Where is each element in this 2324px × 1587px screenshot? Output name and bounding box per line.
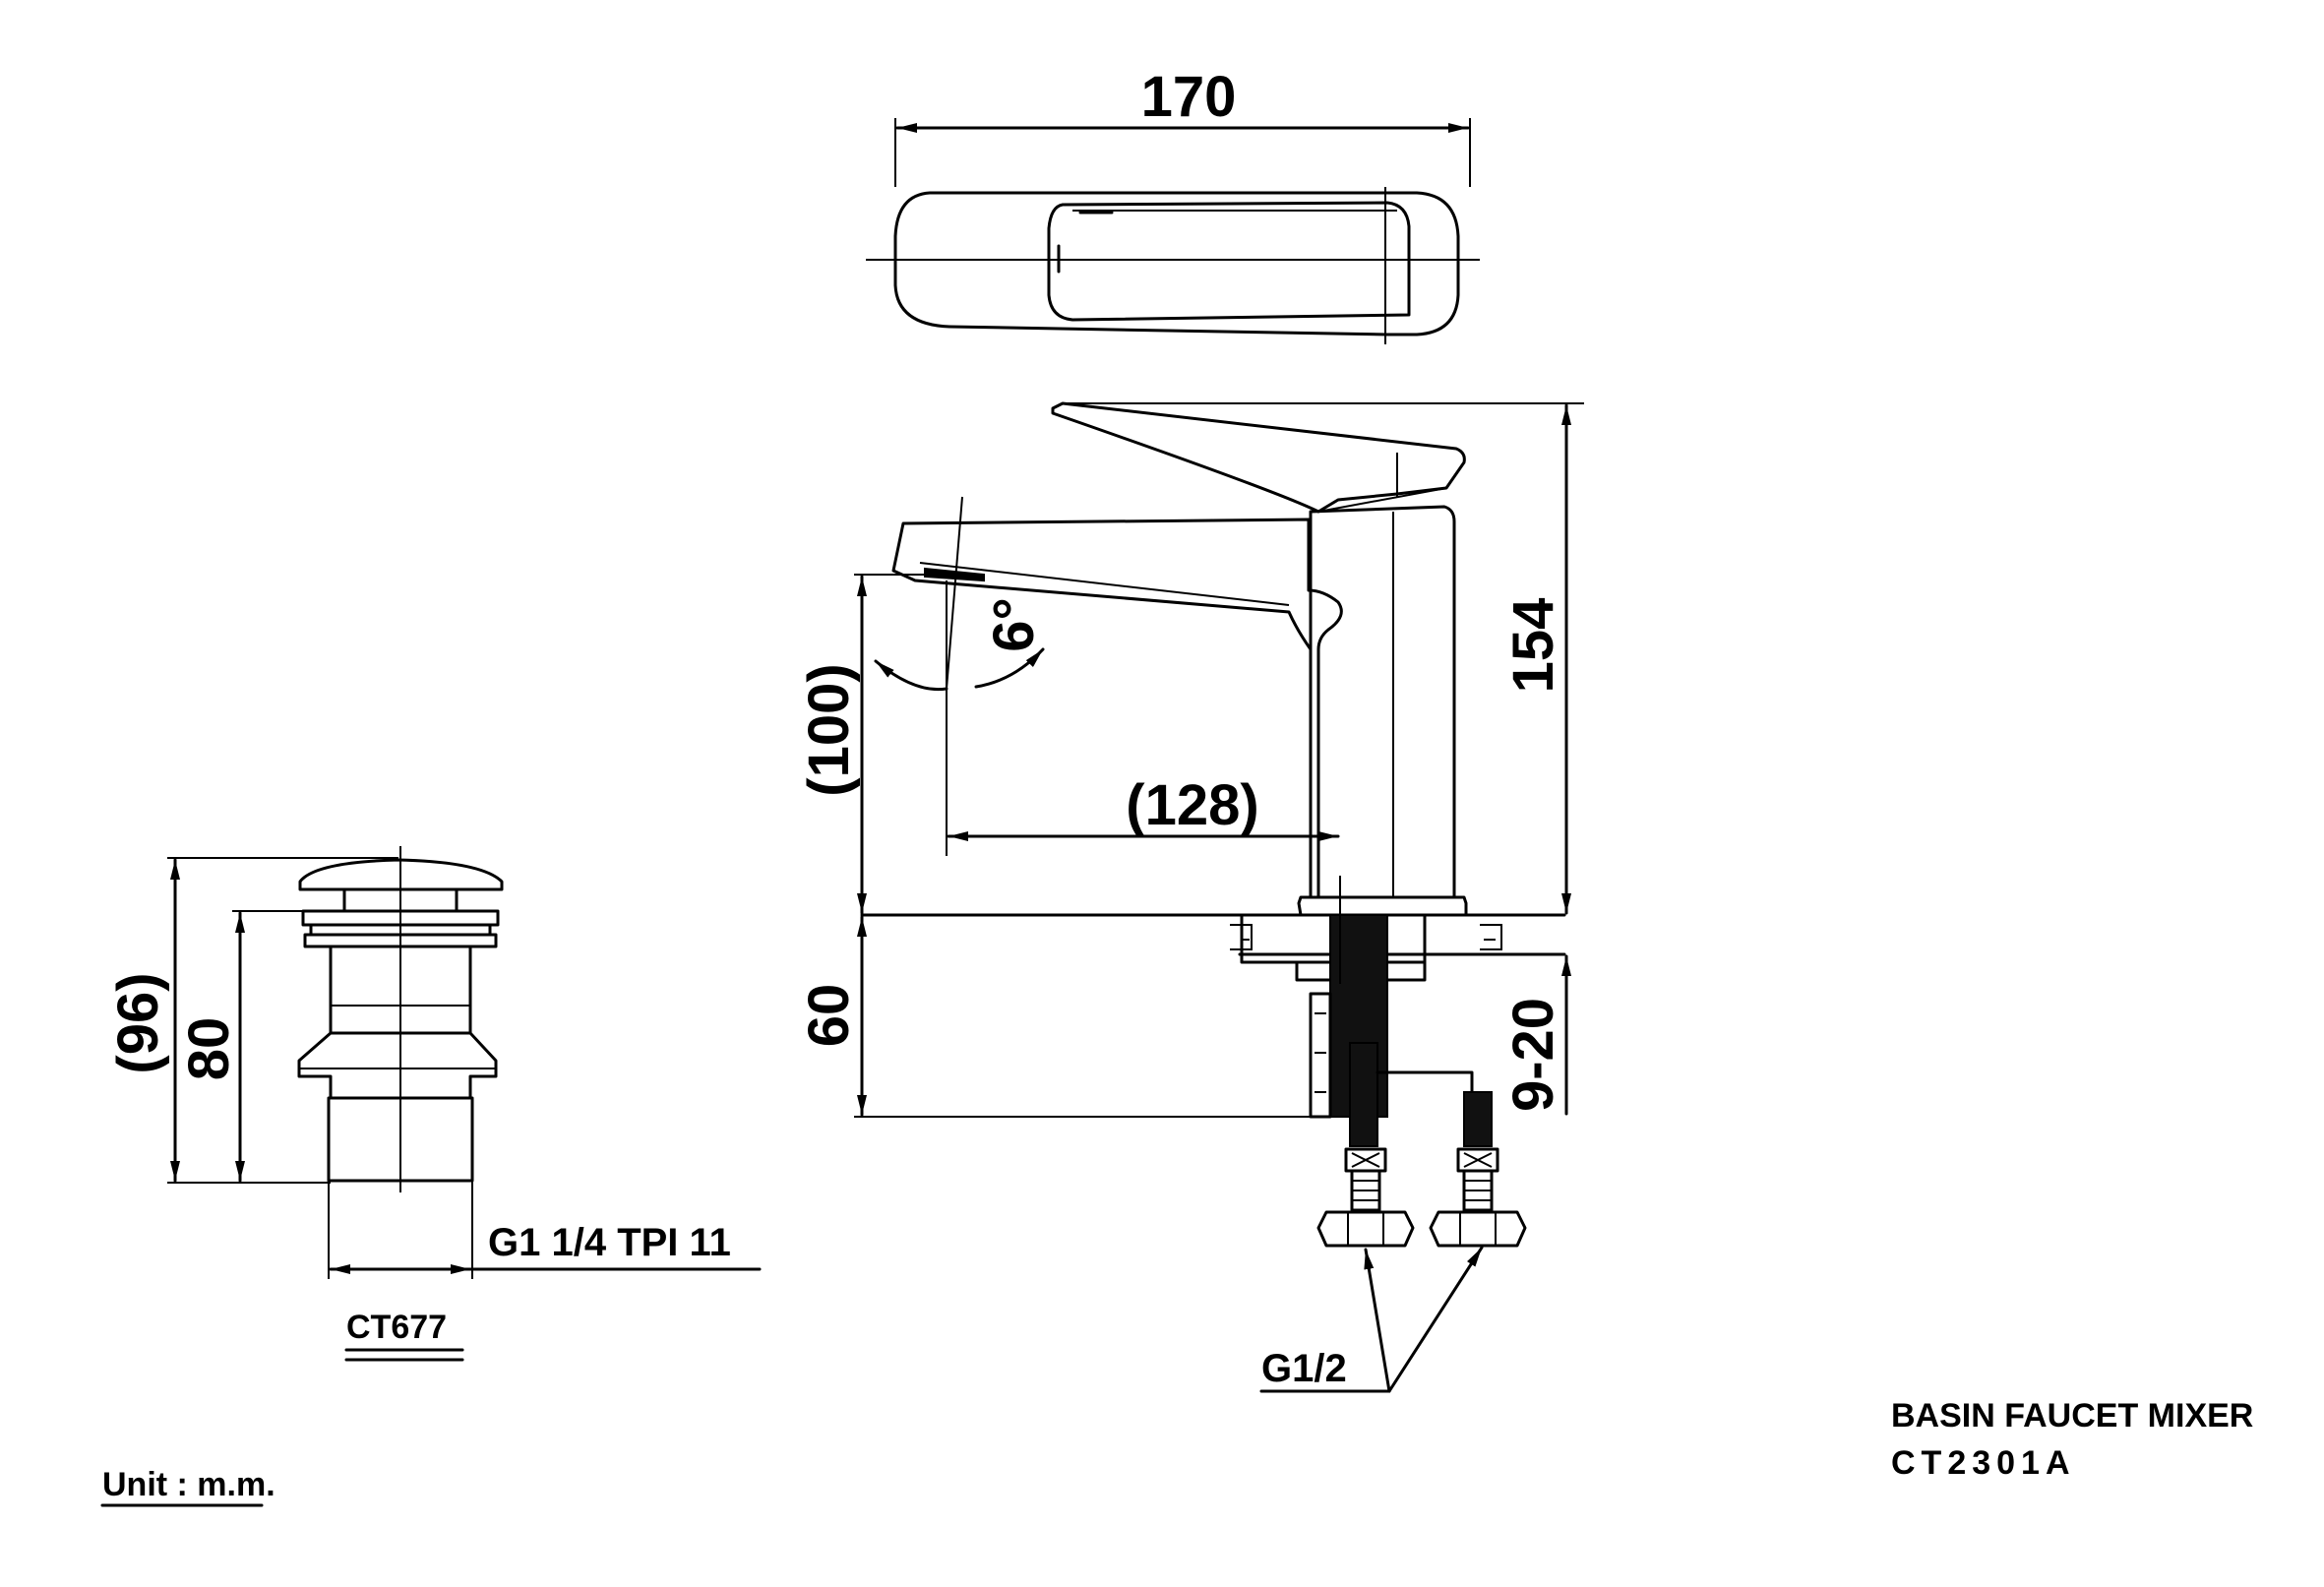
inlet-thread-leader-left — [1364, 1248, 1391, 1393]
height-154-label: 154 — [1501, 598, 1565, 694]
inlet-thread-label: G1/2 — [1261, 1347, 1347, 1390]
spout — [891, 518, 1343, 899]
waste-model-label: CT677 — [346, 1309, 447, 1346]
top-view: 170 — [866, 65, 1480, 344]
spout-reach-label: (128) — [1126, 773, 1258, 837]
faucet-front-view: 154 (100) (128) 6° 60 9-20 G1/2 — [797, 401, 1584, 1393]
mounting-nut — [1309, 992, 1332, 1119]
unit-note: Unit : m.m. — [102, 1466, 275, 1503]
inlet-thread-leader-right — [1387, 1246, 1484, 1393]
product-model: CT2301A — [1891, 1444, 2076, 1482]
faucet-body — [1309, 505, 1456, 899]
hose-fitting-left — [1316, 1147, 1415, 1248]
handle-lever — [1051, 401, 1466, 514]
top-view-outline — [893, 191, 1460, 336]
waste-body-height-label: 80 — [177, 1017, 241, 1081]
cold-supply-hose — [1463, 1091, 1493, 1147]
waste-total-height-label: (96) — [106, 972, 170, 1073]
base-flange — [1297, 895, 1468, 917]
hose-fitting-right — [1429, 1147, 1527, 1248]
waste-cap — [298, 858, 504, 891]
spout-angle-label: 6° — [982, 597, 1046, 651]
waste-thread-label: G1 1/4 TPI 11 — [488, 1221, 731, 1264]
shank-length-label: 60 — [797, 984, 861, 1048]
product-name: BASIN FAUCET MIXER — [1891, 1397, 2253, 1434]
deck-thickness-label: 9-20 — [1501, 998, 1565, 1112]
spout-angle-arc — [874, 659, 948, 692]
hot-supply-hose — [1349, 1042, 1378, 1147]
spout-height-label: (100) — [797, 663, 861, 796]
pop-up-waste-view: (96) 80 G1 1/4 TPI 11 CT677 — [106, 846, 762, 1362]
width-dimension-label: 170 — [1141, 65, 1237, 129]
